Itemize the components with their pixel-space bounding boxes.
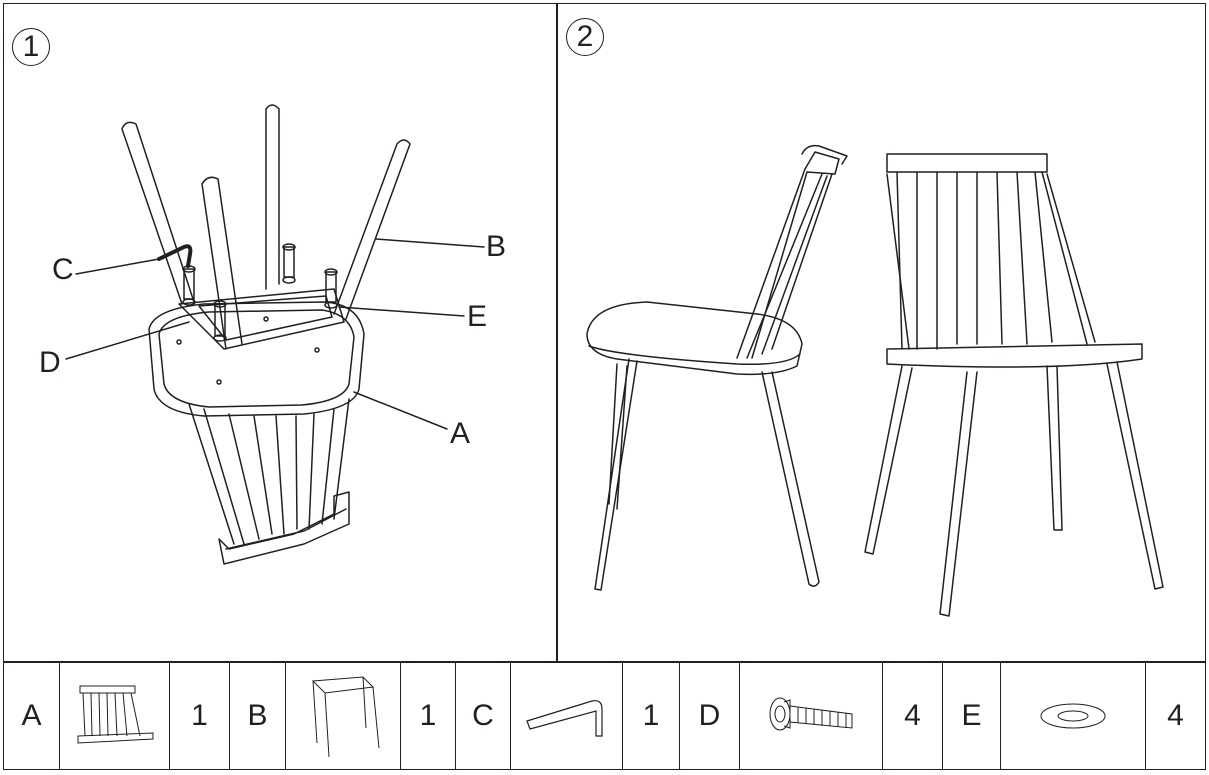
leader-c <box>75 258 160 275</box>
backrest-rail-line <box>225 508 347 550</box>
leg-back-left <box>121 121 195 305</box>
part-b-qty: 1 <box>401 663 456 769</box>
washer-icon <box>1040 703 1106 729</box>
assembled-chair-front <box>864 153 1164 617</box>
callout-b: B <box>486 230 507 263</box>
leader-d <box>65 321 190 360</box>
leg-frame-inner <box>198 295 333 341</box>
callout-e: E <box>467 300 488 333</box>
chair-backrest-seat-icon <box>77 685 153 744</box>
leader-b <box>375 238 485 248</box>
leg-front-left <box>201 176 243 350</box>
part-e-qty: 4 <box>1167 699 1184 732</box>
leader-e <box>338 306 465 317</box>
washers-e <box>182 276 338 342</box>
seat-inner <box>158 309 355 408</box>
allen-key-icon <box>525 700 603 737</box>
bolts-d <box>182 243 338 337</box>
part-d-qty: 4 <box>883 663 943 769</box>
step-1-badge: 1 <box>12 28 50 66</box>
part-b-image <box>286 663 401 769</box>
callout-a: A <box>450 417 471 450</box>
assembled-chair-side <box>586 144 848 591</box>
part-b-letter: B <box>230 663 286 769</box>
part-e-image <box>1001 663 1146 769</box>
part-c-qty: 1 <box>623 663 680 769</box>
parts-list: A 1 B 1 C 1 D 4 E <box>3 662 1206 770</box>
leg-frame-icon <box>311 676 380 758</box>
part-d-image <box>740 663 883 769</box>
leg-back-right <box>265 104 280 290</box>
part-c-image <box>511 663 623 769</box>
leader-a <box>353 391 448 430</box>
step-2-illustration <box>586 144 1164 617</box>
leg-front-right <box>333 139 411 320</box>
bolt-icon <box>769 697 853 731</box>
leg-frame <box>178 288 345 350</box>
allen-key <box>157 244 193 268</box>
part-e-letter: E <box>943 663 1001 769</box>
step-1-panel: 1 <box>3 3 558 662</box>
backrest-spindles <box>188 398 350 545</box>
part-a-image <box>60 663 170 769</box>
step-1-illustration <box>65 104 485 565</box>
step-2-badge: 2 <box>566 18 604 56</box>
part-d-letter: D <box>680 663 740 769</box>
part-c-letter: C <box>456 663 511 769</box>
callout-d: D <box>39 346 61 379</box>
callout-c: C <box>52 253 74 286</box>
step-2-panel: 2 <box>556 3 1206 662</box>
part-a-letter: A <box>4 663 60 769</box>
part-a-qty: 1 <box>170 663 230 769</box>
